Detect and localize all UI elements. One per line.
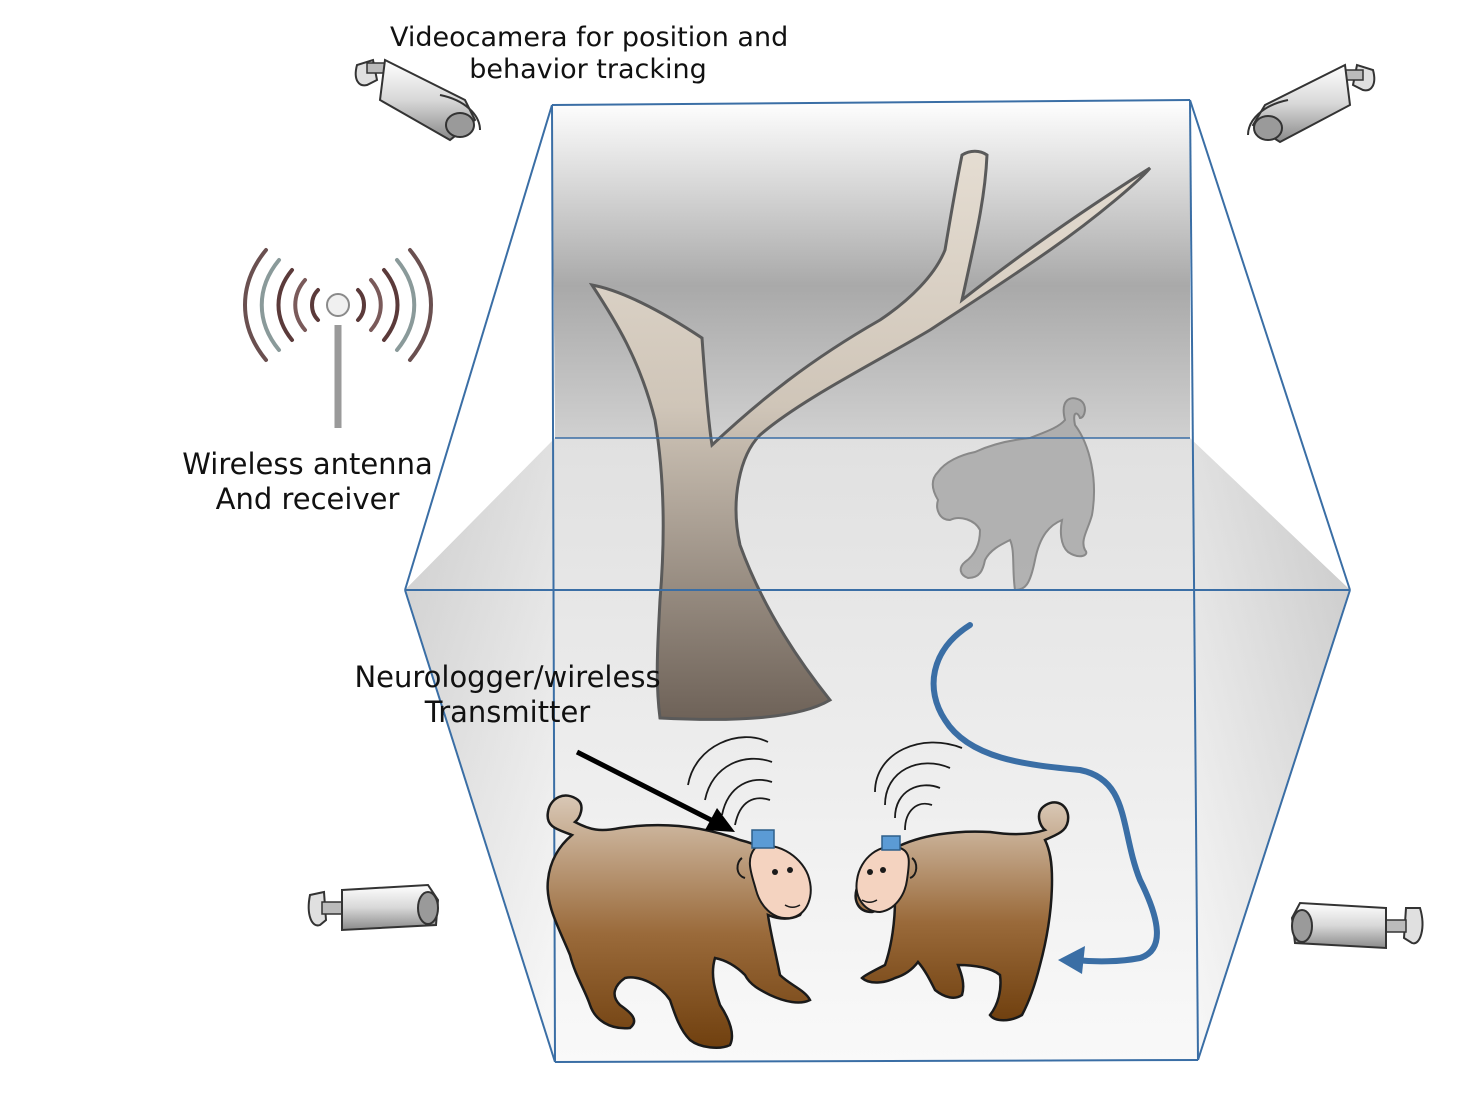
neurologger-label-line2: Transmitter [424,694,591,729]
videocamera-label-line1: Videocamera for position and [390,22,789,53]
cage-edges [404,99,1351,1063]
antenna-label: Wireless antenna And receiver [170,447,445,517]
neurologger-label: Neurologger/wireless Transmitter [340,660,675,730]
transmitter-icon [751,829,901,851]
cage [405,100,1350,1062]
movement-path-arrow [930,622,1160,974]
pointer-arrow [575,749,735,832]
monkey-right [854,801,1070,1022]
antenna-label-line2: And receiver [215,481,400,516]
camera-icon [307,58,1424,950]
wireless-signal-icon [687,736,963,831]
cage-back-wall [552,100,1190,438]
videocamera-label-line2: behavior tracking [469,54,707,86]
neurologger-label-line1: Neurologger/wireless [354,660,661,694]
antenna-label-line1: Wireless antenna [182,447,433,481]
background-monkey [931,397,1095,592]
videocamera-label: Videocamera for position and behavior tr… [390,22,789,87]
tree [588,149,1152,721]
monkey-left [546,794,812,1049]
antenna-icon [243,248,433,428]
